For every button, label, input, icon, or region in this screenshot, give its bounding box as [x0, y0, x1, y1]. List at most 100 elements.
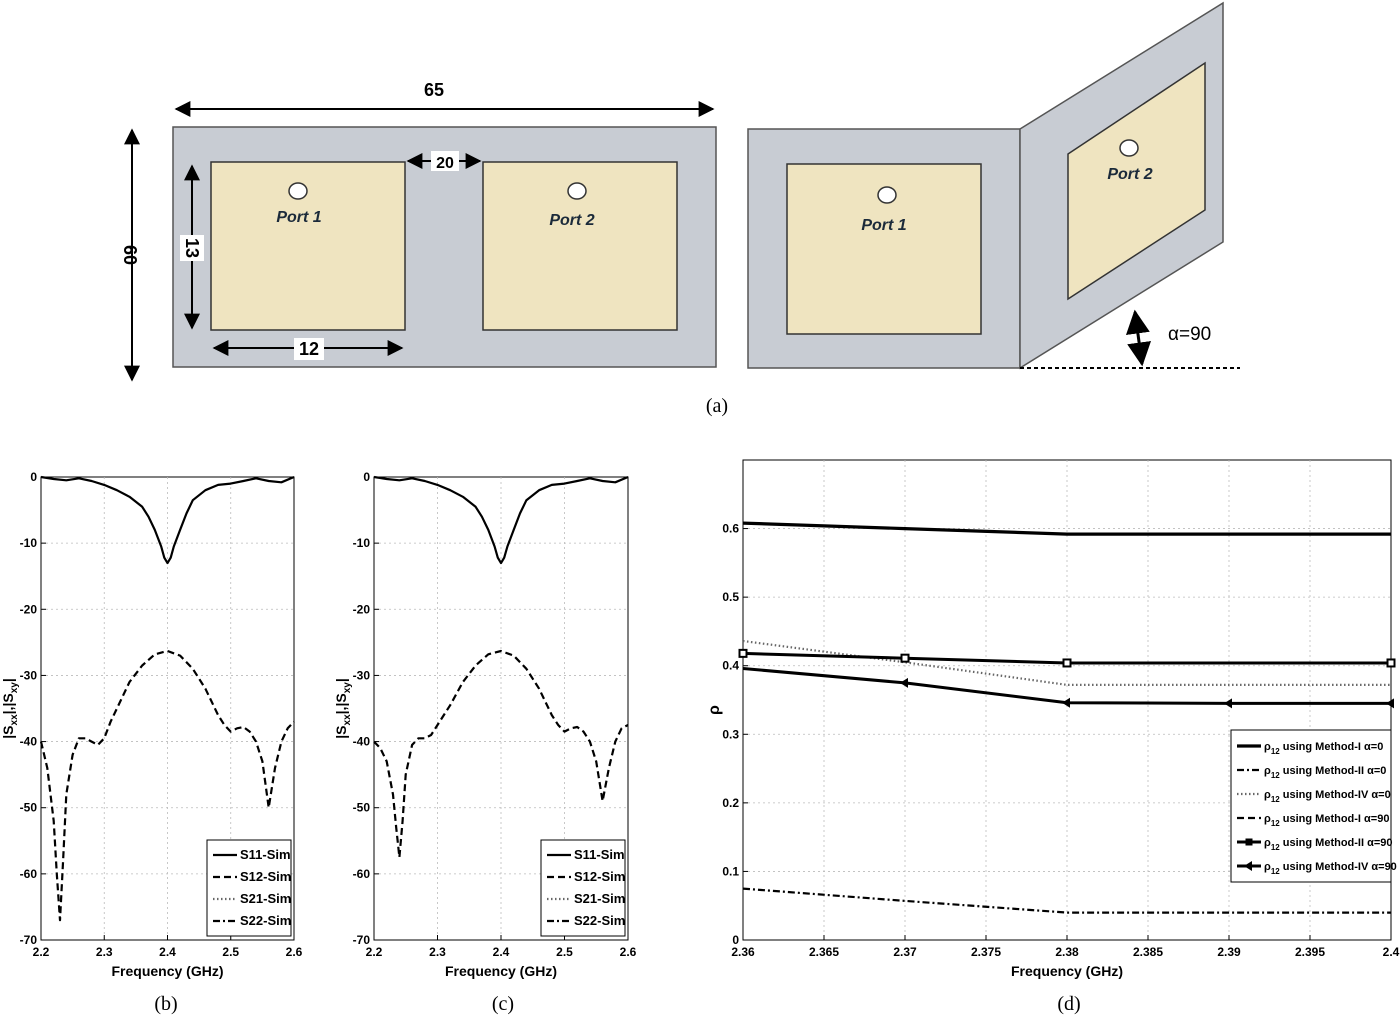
folded-antenna-diagram: Port 1 Port 2 α=90: [747, 1, 1240, 370]
legend-text: using Method-I α=90: [1280, 813, 1390, 825]
x-axis-label: Frequency (GHz): [1011, 963, 1123, 979]
alpha-angle-label: α=90: [1168, 324, 1211, 345]
legend-subscript: 12: [1271, 819, 1280, 828]
x-tick-label: 2.37: [893, 945, 917, 959]
y-axis-label: ρ: [706, 705, 723, 715]
x-tick-label: 2.38: [1055, 945, 1079, 959]
y-tick-label: -40: [20, 735, 38, 749]
legend-label: ρ12 using Method-I α=0: [1264, 741, 1383, 756]
y-tick-label: 0: [363, 470, 370, 484]
y-tick-label: -20: [353, 602, 371, 616]
folded-feed-port1: [877, 186, 897, 204]
y-axis-label: |Sxx|,|Sxy|: [333, 678, 353, 739]
patch-port1: [210, 161, 406, 331]
legend-symbol: ρ: [1264, 789, 1271, 801]
y-tick-label: -10: [20, 536, 38, 550]
x-tick-label: 2.4: [159, 945, 176, 959]
x-tick-label: 2.395: [1295, 945, 1325, 959]
caption-a: (a): [706, 395, 728, 417]
y-axis-label-part: |: [0, 678, 16, 682]
series-line-s11-sim: [40, 475, 295, 565]
folded-port2-label: Port 2: [1107, 166, 1152, 183]
y-tick-label: -40: [353, 735, 371, 749]
legend-label: S12-Sim: [574, 869, 625, 884]
height-dimension-label: 60: [120, 245, 140, 265]
x-tick-label: 2.5: [222, 945, 239, 959]
legend-label: S12-Sim: [240, 869, 291, 884]
x-tick-label: 2.4: [493, 945, 510, 959]
caption-c: (c): [492, 993, 514, 1015]
width-dimension-label: 65: [424, 80, 444, 100]
legend-text: using Method-II α=0: [1280, 765, 1387, 777]
legend-label: S21-Sim: [240, 891, 291, 906]
patch-width-label: 12: [299, 339, 319, 359]
y-tick-label: -30: [20, 668, 38, 682]
folded-patch-port2: [1067, 61, 1206, 301]
x-tick-label: 2.3: [96, 945, 113, 959]
x-tick-label: 2.375: [971, 945, 1001, 959]
folded-port1-label: Port 1: [861, 217, 906, 234]
y-tick-label: 0.3: [722, 727, 739, 741]
series-marker-square: [738, 648, 748, 658]
y-tick-label: -70: [20, 933, 38, 947]
series-marker-square: [1062, 658, 1072, 668]
planar-antenna-diagram: Port 1 Port 2 65 60 20 13 12: [120, 80, 717, 382]
y-tick-label: -60: [353, 867, 371, 881]
y-axis-label-part: |S: [333, 725, 349, 738]
y-axis-label-part: |: [333, 678, 349, 682]
y-tick-label: -30: [353, 668, 371, 682]
x-tick-label: 2.6: [620, 945, 637, 959]
y-axis-label-part: xx: [342, 714, 353, 726]
legend-text: using Method-II α=90: [1280, 837, 1393, 849]
port2-label: Port 2: [549, 212, 594, 229]
y-tick-label: 0.2: [722, 796, 739, 810]
legend-symbol: ρ: [1264, 861, 1271, 873]
x-tick-label: 2.4: [1383, 945, 1400, 959]
legend-subscript: 12: [1271, 771, 1280, 780]
y-axis-label: |Sxx|,|Sxy|: [0, 678, 20, 739]
legend-label: ρ12 using Method-II α=0: [1264, 765, 1386, 780]
y-axis-label-part: |,|S: [333, 693, 349, 714]
legend-subscript: 12: [1271, 747, 1280, 756]
legend-label: S11-Sim: [240, 847, 291, 862]
feed-point-port1: [288, 182, 308, 200]
x-tick-label: 2.365: [809, 945, 839, 959]
y-tick-label: 0.4: [722, 659, 739, 673]
series-marker-triangle: [900, 677, 908, 688]
legend-text: using Method-IV α=0: [1280, 789, 1391, 801]
alpha-angle-arrow: [1125, 309, 1152, 367]
y-axis-label-part: |S: [0, 725, 16, 738]
series-line-s11-sim: [373, 475, 629, 565]
legend-label: S22-Sim: [574, 913, 625, 928]
legend-subscript: 12: [1271, 843, 1280, 852]
y-axis-label-part: xy: [9, 682, 20, 694]
legend-text: using Method-IV α=90: [1280, 861, 1397, 873]
x-tick-label: 2.5: [556, 945, 573, 959]
legend-label: ρ12 using Method-I α=90: [1264, 813, 1389, 828]
legend-text: using Method-I α=0: [1280, 741, 1384, 753]
x-tick-label: 2.36: [731, 945, 755, 959]
legend-label: ρ12 using Method-IV α=90: [1264, 861, 1397, 876]
legend-symbol: ρ: [1264, 837, 1271, 849]
y-axis-label-part: xy: [342, 682, 353, 694]
x-tick-label: 2.3: [429, 945, 446, 959]
x-tick-label: 2.39: [1217, 945, 1241, 959]
x-axis-label: Frequency (GHz): [445, 963, 557, 979]
y-tick-label: 0.6: [722, 522, 739, 536]
y-tick-label: 0.5: [722, 590, 739, 604]
y-tick-label: 0: [732, 933, 739, 947]
legend-subscript: 12: [1271, 867, 1280, 876]
series-marker-square: [900, 653, 910, 663]
folded-feed-port2: [1119, 139, 1139, 157]
legend-label: S21-Sim: [574, 891, 625, 906]
caption-b: (b): [154, 993, 177, 1015]
caption-d: (d): [1057, 993, 1080, 1015]
series-marker-triangle: [1062, 697, 1070, 708]
legend-subscript: 12: [1271, 795, 1280, 804]
series-line-method-ii-0: [742, 887, 1391, 914]
series-line-s12-sim: [373, 649, 629, 859]
